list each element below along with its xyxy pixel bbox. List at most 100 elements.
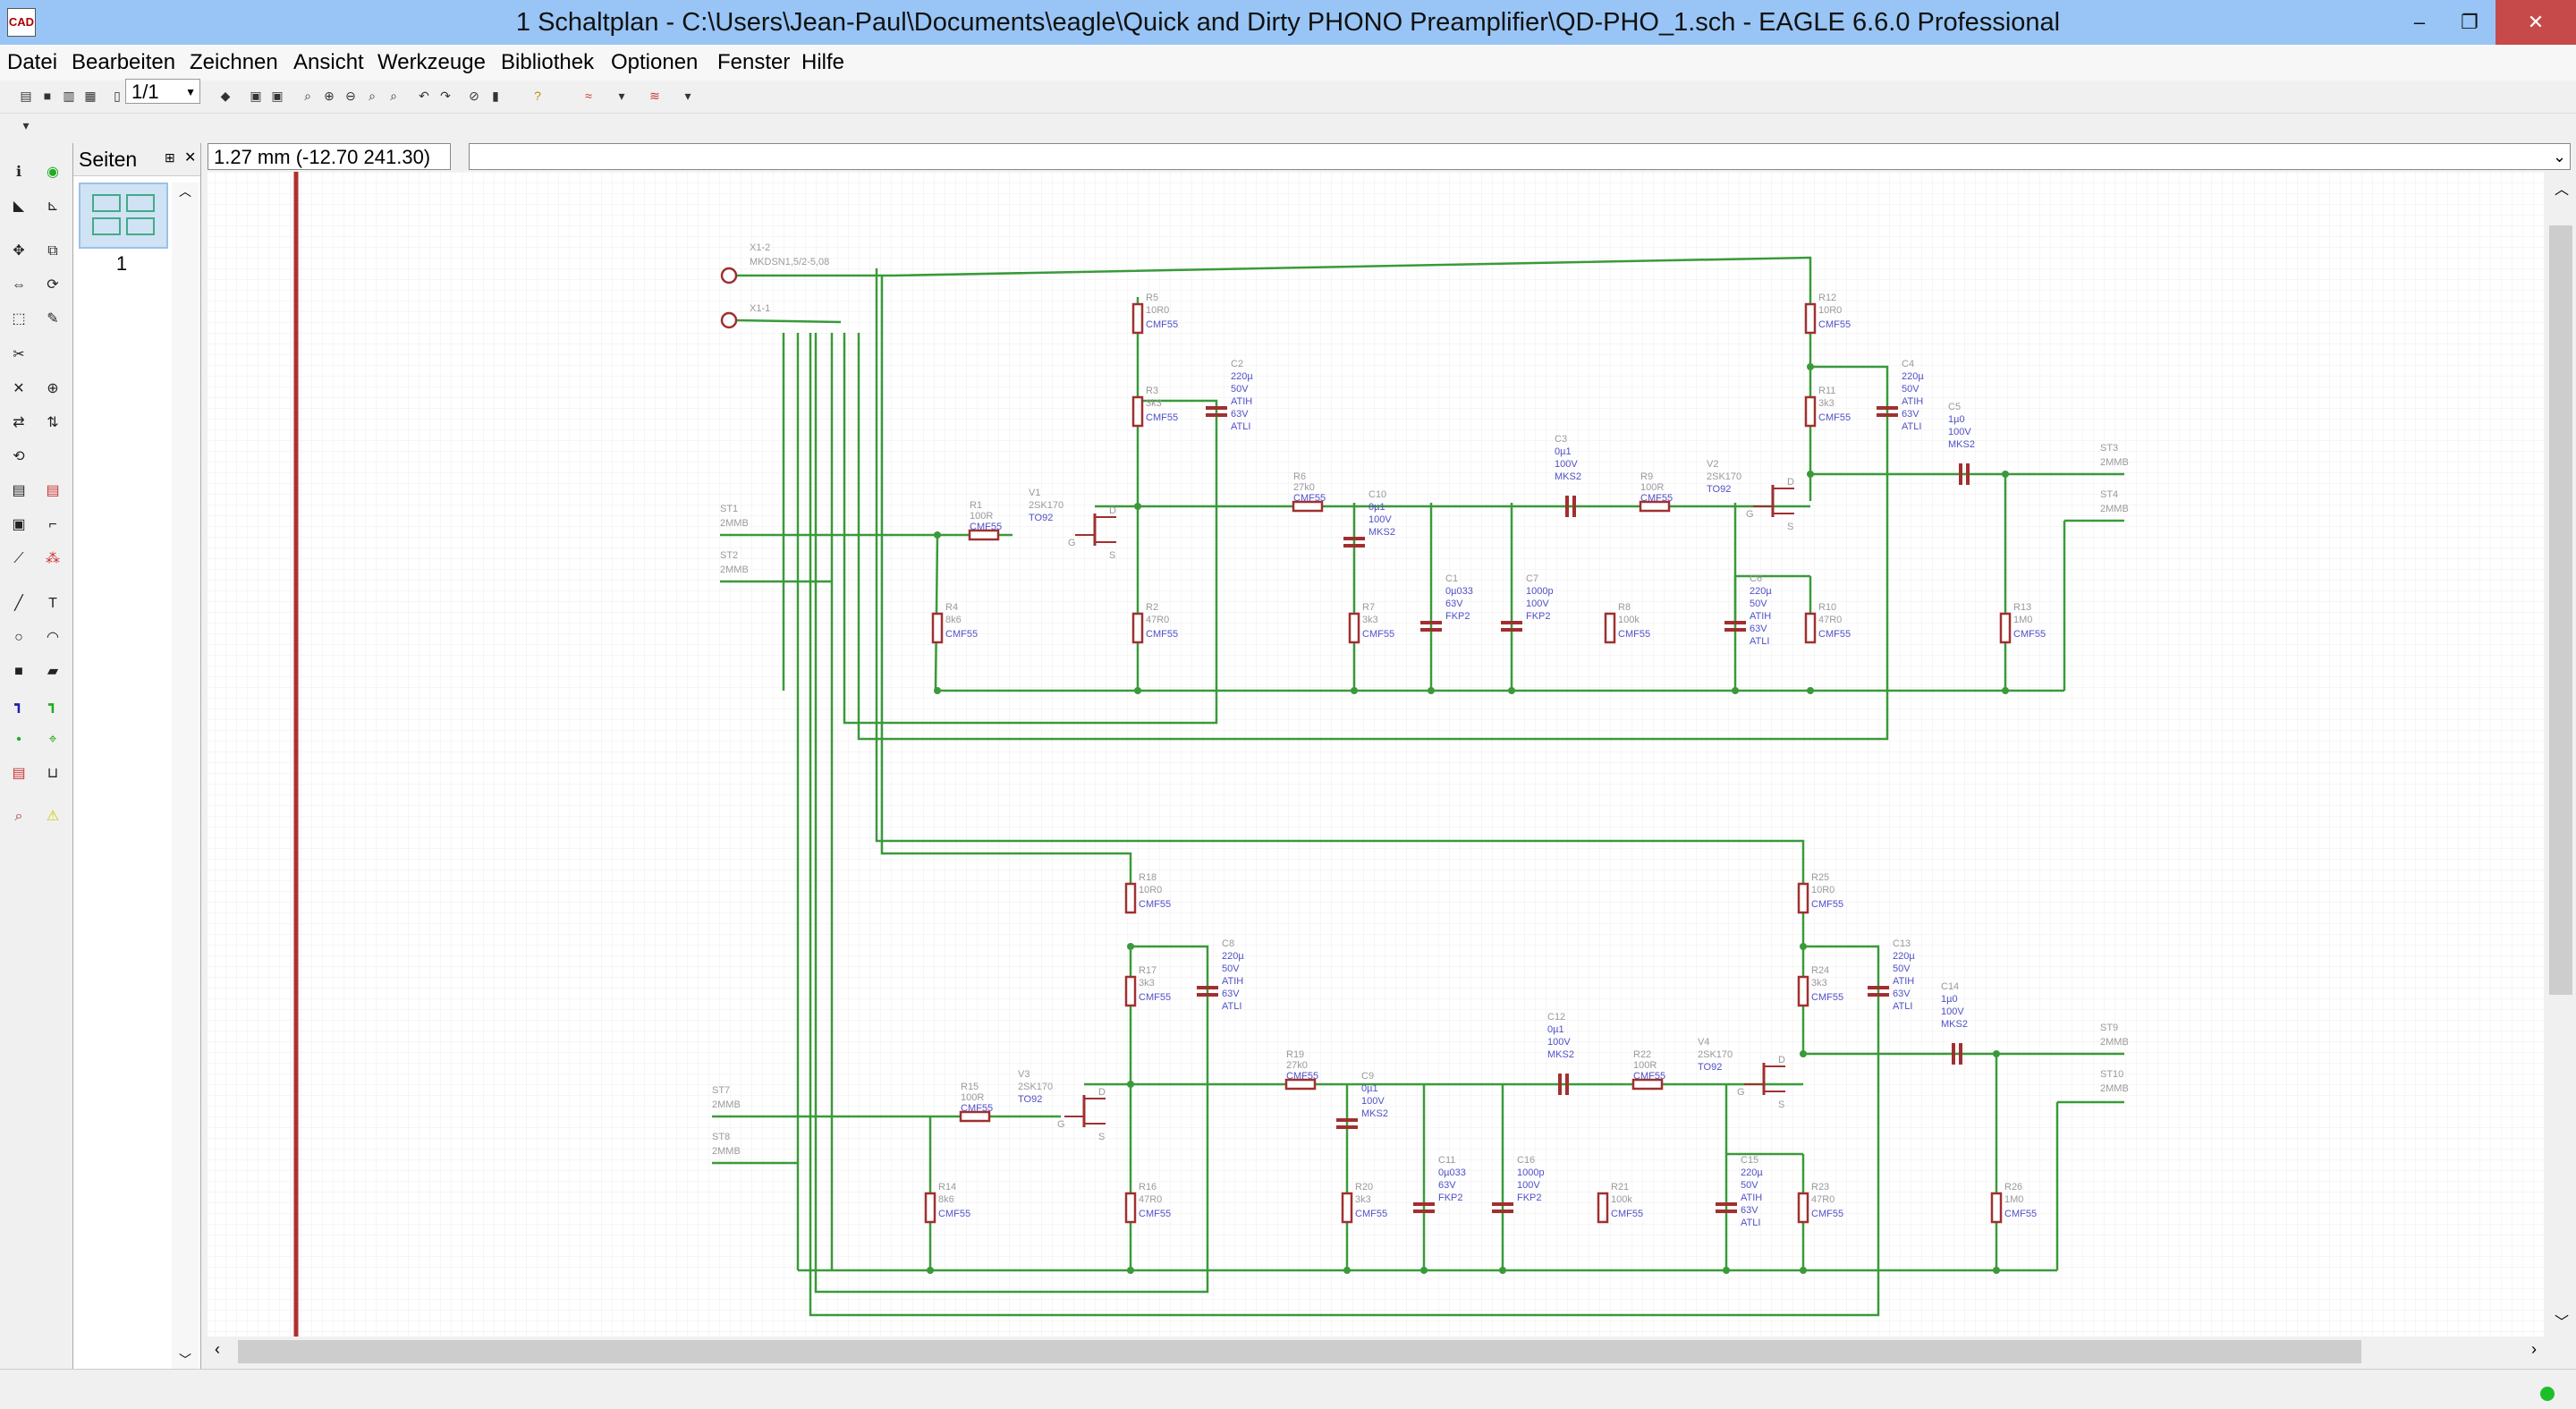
pin-icon[interactable]: ⊞ [165,150,175,165]
print-icon[interactable]: ▥ [63,89,75,103]
scroll-down-icon[interactable]: ﹀ [179,1353,191,1367]
scroll-left-icon[interactable]: ‹ [215,1340,220,1358]
zoom-in-icon[interactable]: ⊕ [324,89,335,103]
open-icon[interactable]: ▤ [20,89,32,103]
miter-icon[interactable]: ⌐ [48,517,57,532]
paste-icon[interactable]: ✂ [13,347,25,362]
redo-icon[interactable]: ↷ [440,89,451,103]
minimize-button[interactable]: – [2413,11,2426,33]
capacitor-ref: C4 [1902,359,1914,369]
capacitor-value: ATLI [1750,636,1769,647]
display-icon[interactable]: ◣ [13,199,25,214]
jfet-value: 2SK170 [1707,471,1741,482]
horizontal-scroll-thumb[interactable] [238,1340,2361,1363]
replace-icon[interactable]: ⇅ [47,415,59,430]
undo-icon[interactable]: ↶ [419,89,429,103]
move-icon[interactable]: ✥ [13,243,25,259]
menu-ansicht[interactable]: Ansicht [293,50,364,74]
menu-zeichnen[interactable]: Zeichnen [190,50,278,74]
wire-icon[interactable]: ╱ [14,596,23,611]
zoom-area-icon[interactable]: ⌕ [390,89,397,103]
design-link-icon[interactable]: ≈ [585,89,592,103]
rotate-icon[interactable]: ⟳ [47,277,59,293]
stop-icon[interactable]: ⊘ [469,89,479,103]
sheet-icon[interactable]: ▯ [114,89,121,103]
scroll-up-icon[interactable]: ︿ [179,184,191,199]
show-icon[interactable]: ◉ [47,165,59,180]
attribute-icon[interactable]: ▤ [12,766,26,781]
help-icon[interactable]: ? [534,89,541,103]
horizontal-scrollbar[interactable]: ‹ › [208,1337,2544,1367]
resistor-value: 10R0 [1818,305,1842,316]
menu-bibliothek[interactable]: Bibliothek [501,50,595,74]
text-icon[interactable]: T [48,596,57,611]
mark-icon[interactable]: ⊾ [47,199,59,214]
label-icon[interactable]: ⌖ [48,732,57,747]
script-icon[interactable]: ▣ [271,89,284,103]
menu-werkzeuge[interactable]: Werkzeuge [377,50,486,74]
vertical-scroll-thumb[interactable] [2549,225,2572,995]
capacitor-value: 220µ [1741,1167,1763,1178]
mirror-icon[interactable]: ⇔ [12,277,26,293]
menu-optionen[interactable]: Optionen [611,50,699,74]
add-icon[interactable]: ⊕ [47,381,59,396]
cam-icon[interactable]: ▦ [84,89,97,103]
net-icon[interactable]: ┓ [48,698,57,713]
zoom-select[interactable]: 1/1▼ [125,79,200,104]
zoom-out-icon[interactable]: ⊖ [345,89,356,103]
chevron-down-icon[interactable]: ⌄ [2553,148,2567,166]
menu-fenster[interactable]: Fenster [717,50,791,74]
design-link-dropdown-icon[interactable]: ▾ [618,89,625,103]
scroll-right-icon[interactable]: › [2531,1340,2537,1358]
errors-icon[interactable]: ⚠ [46,809,60,824]
menu-bearbeiten[interactable]: Bearbeiten [72,50,176,74]
split-icon[interactable]: ⟋ [13,551,24,566]
polygon-icon[interactable]: ▰ [47,664,59,679]
circle-icon[interactable]: ○ [14,630,23,645]
info-icon[interactable]: ℹ [15,165,22,180]
dimension-icon[interactable]: ⊔ [47,766,59,781]
scroll-down-icon[interactable]: ﹀ [2555,1315,2570,1330]
invoke-icon[interactable]: ⁂ [46,551,60,566]
ltc-spice-dropdown-icon[interactable]: ▾ [684,89,691,103]
resistor-package: CMF55 [1818,412,1851,423]
ltc-spice-icon[interactable]: ≋ [649,89,660,103]
scroll-up-icon[interactable]: ︿ [2555,182,2570,198]
zoom-redraw-icon[interactable]: ⌕ [369,89,376,103]
ulp-icon[interactable]: ▣ [250,89,262,103]
save-icon[interactable]: ■ [43,89,52,103]
rect-icon[interactable]: ■ [14,664,23,679]
schematic-canvas[interactable]: X1-2MKDSN1,5/2-5,08X1-1ST12MMBST22MMBST7… [208,172,2544,1337]
gateswap-icon[interactable]: ⟲ [13,449,25,464]
menu-datei[interactable]: Datei [7,50,58,74]
delete-icon[interactable]: ✕ [13,381,25,396]
resistor-value: 100R [1633,1060,1657,1071]
junction-icon[interactable]: • [16,732,21,747]
smash-icon[interactable]: ▣ [12,517,26,532]
resistor-value: 3k3 [1146,398,1162,409]
arc-icon[interactable]: ◠ [47,630,59,645]
zoom-fit-icon[interactable]: ⌕ [304,89,311,103]
restore-button[interactable]: ❐ [2461,11,2479,33]
zoom-value: 1/1 [131,81,159,103]
command-line-input[interactable] [469,143,2571,170]
group-icon[interactable]: ⬚ [12,311,26,327]
copy-icon[interactable]: ⧉ [47,243,58,259]
pages-scrollbar[interactable]: ︿ ﹀ [172,182,199,1369]
pinswap-icon[interactable]: ⇄ [13,415,25,430]
bus-icon[interactable]: ┓ [14,698,23,713]
change-icon[interactable]: ✎ [47,311,59,327]
close-icon[interactable]: ✕ [184,150,197,166]
toolbar-toggle-icon[interactable]: ▾ [22,118,30,132]
jfet-ref: V1 [1029,488,1040,498]
value-icon[interactable]: ▤ [46,483,60,498]
board-icon[interactable]: ◆ [220,89,231,103]
close-button[interactable]: ✕ [2496,0,2576,45]
vertical-scrollbar[interactable]: ︿ ﹀ [2546,172,2576,1337]
menu-hilfe[interactable]: Hilfe [801,50,845,74]
name-icon[interactable]: ▤ [12,483,26,498]
page-thumbnail[interactable] [79,182,168,249]
go-icon[interactable]: ▮ [492,89,499,103]
erc-icon[interactable]: ⌕ [14,809,23,824]
eagle-app-icon[interactable]: CAD [7,8,36,37]
